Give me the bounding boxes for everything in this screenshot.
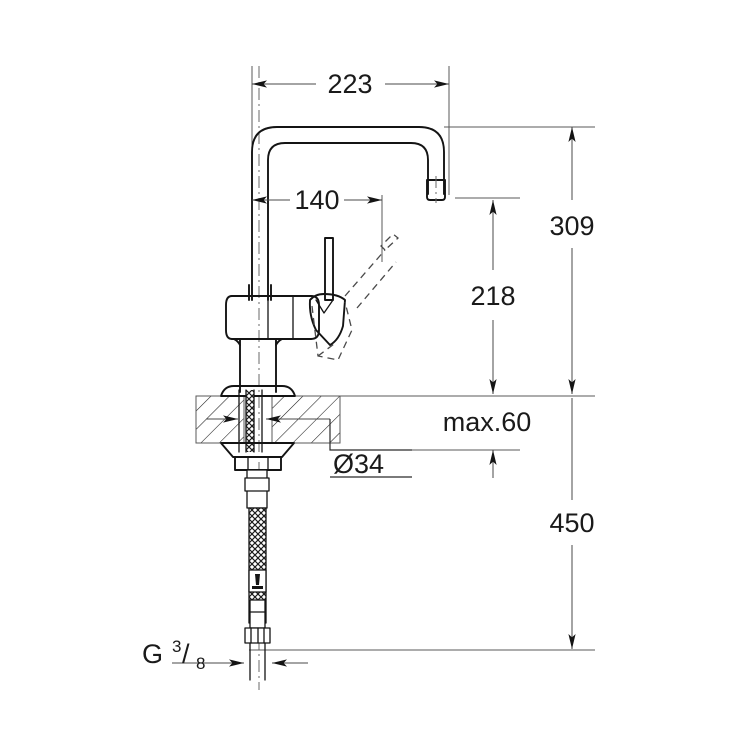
lever-handle-open-position: [311, 233, 399, 361]
dimension-thread-numerator: 3: [172, 637, 181, 656]
dimension-450: 450: [549, 398, 595, 649]
dimension-140-label: 140: [294, 185, 339, 215]
dimension-223: 223: [252, 69, 449, 99]
dimension-140: 140: [252, 185, 382, 215]
spout: [251, 126, 446, 301]
mounting-plate-nut: [220, 442, 295, 471]
leader-hole-diameter: Ø34: [329, 419, 412, 479]
dimension-max60-label: max.60: [443, 407, 532, 437]
flexible-supply-hose: [244, 469, 271, 681]
dimension-218: 218: [470, 200, 516, 394]
base-escutcheon: [220, 385, 296, 397]
mixer-body: [225, 284, 320, 393]
dimension-450-label: 450: [549, 508, 594, 538]
dimension-309-label: 309: [549, 211, 594, 241]
dimension-218-label: 218: [470, 281, 515, 311]
dimension-thread-prefix: G: [142, 639, 163, 669]
dimension-223-label: 223: [327, 69, 372, 99]
dimension-309: 309: [549, 127, 595, 394]
lever-handle: [308, 237, 346, 346]
dimension-thread-g38: G 3 / 8: [142, 637, 308, 673]
dimension-thread-denominator: 8: [196, 654, 205, 673]
dimension-hole-diameter-label: Ø34: [333, 449, 384, 479]
dimension-max60: max.60: [443, 407, 532, 478]
mounting-shank: [238, 389, 263, 453]
dimension-thread-slash: /: [182, 639, 190, 669]
